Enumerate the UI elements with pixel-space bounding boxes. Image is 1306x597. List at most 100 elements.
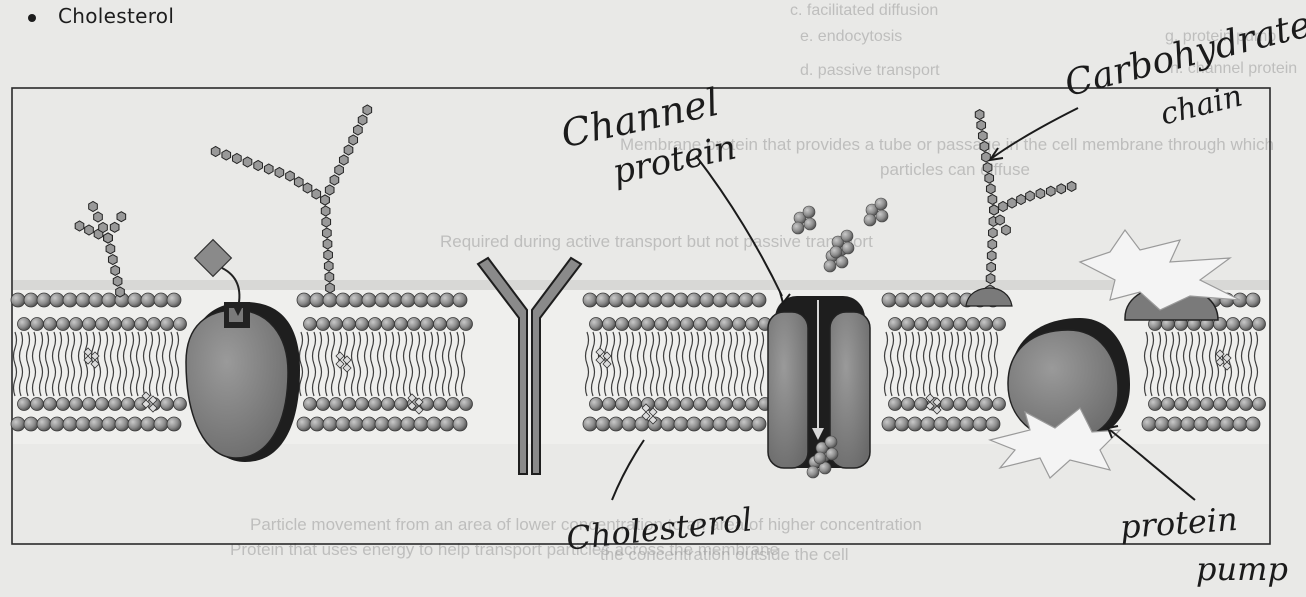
- lipid-head: [915, 398, 928, 411]
- sugar-unit: [1036, 189, 1045, 199]
- sugar-unit: [999, 202, 1008, 212]
- lipid-head: [726, 417, 740, 431]
- lipid-head: [141, 293, 155, 307]
- sugar-unit: [111, 265, 120, 275]
- particle-sphere: [803, 206, 815, 218]
- sugar-unit: [344, 145, 353, 155]
- lipid-head: [681, 398, 694, 411]
- sugar-unit: [211, 147, 220, 157]
- lipid-head: [395, 398, 408, 411]
- lipid-head: [596, 417, 610, 431]
- lipid-head: [102, 417, 116, 431]
- lipid-head: [947, 293, 961, 307]
- lipid-head: [1220, 417, 1234, 431]
- lipid-head: [161, 398, 174, 411]
- lipid-head: [375, 417, 389, 431]
- lipid-head: [57, 398, 70, 411]
- lipid-head: [1155, 417, 1169, 431]
- lipid-head: [24, 293, 38, 307]
- sugar-unit: [1057, 184, 1066, 194]
- sugar-unit: [1026, 191, 1035, 201]
- sugar-unit: [324, 261, 333, 271]
- lipid-head: [96, 318, 109, 331]
- lipid-head: [655, 398, 668, 411]
- lipid-head: [460, 398, 473, 411]
- lipid-head: [947, 417, 961, 431]
- particle-sphere: [814, 452, 826, 464]
- lipid-head: [1240, 318, 1253, 331]
- lipid-head: [18, 398, 31, 411]
- sugar-unit: [325, 185, 334, 195]
- carbohydrate-chain: [975, 110, 998, 295]
- lipid-head: [76, 293, 90, 307]
- lipid-head: [713, 417, 727, 431]
- sugar-unit: [254, 161, 263, 171]
- lipid-head: [1201, 398, 1214, 411]
- protein-pump-label-line2: pump: [1196, 550, 1288, 588]
- lipid-head: [135, 318, 148, 331]
- lipid-head: [167, 417, 181, 431]
- sugar-unit: [975, 110, 984, 120]
- lipid-head: [954, 318, 967, 331]
- lipid-head: [603, 398, 616, 411]
- lipid-head: [70, 398, 83, 411]
- particle: [864, 198, 888, 226]
- lipid-head: [739, 417, 753, 431]
- sugar-unit: [339, 155, 348, 165]
- lipid-head: [661, 417, 675, 431]
- sugar-unit: [312, 189, 321, 199]
- sugar-unit: [990, 205, 999, 215]
- lipid-head: [928, 318, 941, 331]
- particle-sphere: [830, 246, 842, 258]
- lipid-head: [1233, 417, 1247, 431]
- lipid-head: [687, 293, 701, 307]
- sugar-unit: [330, 175, 339, 185]
- lipid-head: [63, 293, 77, 307]
- lipid-head: [57, 318, 70, 331]
- particle-sphere: [807, 466, 819, 478]
- lipid-head: [616, 398, 629, 411]
- sugar-unit: [326, 283, 335, 293]
- lipid-head: [960, 417, 974, 431]
- sugar-unit: [75, 221, 84, 231]
- sugar-unit: [988, 194, 997, 204]
- lipid-head: [674, 417, 688, 431]
- lipid-head: [590, 318, 603, 331]
- particle-sphere: [875, 198, 887, 210]
- lipid-head: [11, 417, 25, 431]
- lipid-head: [76, 417, 90, 431]
- lipid-head: [596, 293, 610, 307]
- lipid-head: [1149, 398, 1162, 411]
- lipid-head: [583, 293, 597, 307]
- lipid-head: [902, 398, 915, 411]
- lipid-head: [707, 398, 720, 411]
- lipid-head: [310, 293, 324, 307]
- sugar-unit: [985, 173, 994, 183]
- sugar-unit: [108, 255, 117, 265]
- sugar-unit: [321, 206, 330, 216]
- lipid-head: [109, 318, 122, 331]
- sugar-unit: [986, 184, 995, 194]
- lipid-head: [726, 293, 740, 307]
- lipid-head: [356, 398, 369, 411]
- lipid-head: [915, 318, 928, 331]
- lipid-head: [89, 293, 103, 307]
- sugar-unit: [983, 163, 992, 173]
- sugar-unit: [1067, 181, 1076, 191]
- lipid-head: [304, 318, 317, 331]
- lipid-head: [427, 293, 441, 307]
- lipid-head: [453, 293, 467, 307]
- lipid-head: [1207, 417, 1221, 431]
- lipid-head: [343, 318, 356, 331]
- lipid-head: [934, 293, 948, 307]
- lipid-head: [934, 417, 948, 431]
- lipid-head: [154, 293, 168, 307]
- carbohydrate-chain: [211, 147, 329, 206]
- sugar-unit: [978, 131, 987, 141]
- sugar-unit: [977, 120, 986, 130]
- lipid-head: [388, 417, 402, 431]
- lipid-head: [733, 398, 746, 411]
- lipid-head: [700, 293, 714, 307]
- lipid-head: [668, 318, 681, 331]
- lipid-head: [31, 318, 44, 331]
